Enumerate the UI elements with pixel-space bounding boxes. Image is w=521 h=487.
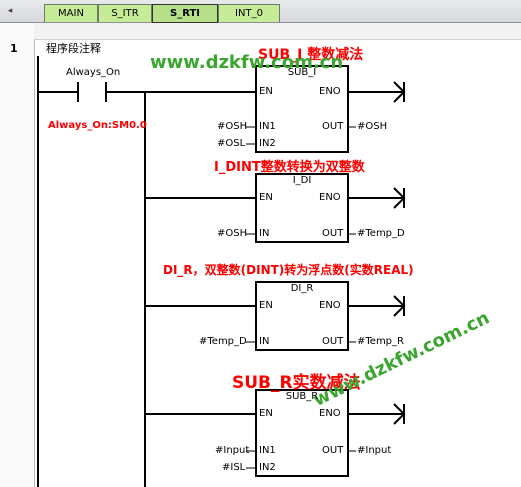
sub-i-in2-var[interactable]: #OSL xyxy=(217,138,246,149)
sub-r-box xyxy=(255,389,349,477)
sub-r-eno: ENO xyxy=(319,408,341,419)
annotation-sub-r: SUB_R实数减法 xyxy=(232,373,361,393)
annotation-sub-i: SUB_I 整数减法 xyxy=(258,47,364,63)
sub-r-in1: IN1 xyxy=(259,445,276,456)
pou-tab-bar: ◂ MAIN S_ITR S_RTI INT_0 xyxy=(0,0,521,23)
sub-i-in1: IN1 xyxy=(259,121,276,132)
sub-i-out: OUT xyxy=(322,121,344,132)
network-comment[interactable]: 程序段注释 xyxy=(46,42,101,55)
i-di-en: EN xyxy=(259,192,273,203)
sub-r-title[interactable]: SUB_R xyxy=(285,391,319,402)
tab-scroll-left-icon[interactable]: ◂ xyxy=(7,6,13,16)
sub-i-box xyxy=(255,65,349,153)
sub-i-eno: ENO xyxy=(319,86,341,97)
network-gutter xyxy=(0,23,35,487)
di-r-box xyxy=(255,281,349,351)
i-di-in: IN xyxy=(259,228,270,239)
tab-s-rti[interactable]: S_RTI xyxy=(152,4,218,23)
sub-i-in2: IN2 xyxy=(259,138,276,149)
di-r-out-var[interactable]: #Temp_R xyxy=(357,336,404,347)
di-r-in-var[interactable]: #Temp_D xyxy=(199,336,247,347)
sub-r-out-var[interactable]: #Input xyxy=(357,445,392,456)
sub-r-in2: IN2 xyxy=(259,462,276,473)
network-header xyxy=(34,23,521,40)
tab-main[interactable]: MAIN xyxy=(44,4,98,22)
sub-r-in2-var[interactable]: #ISL xyxy=(222,462,246,473)
i-di-out-var[interactable]: #Temp_D xyxy=(357,228,405,239)
watermark: www.dzkfw.com.cn xyxy=(150,52,344,73)
i-di-title[interactable]: I_DI xyxy=(292,175,312,186)
di-r-out: OUT xyxy=(322,336,344,347)
sub-i-title[interactable]: SUB_I xyxy=(287,67,317,78)
i-di-eno: ENO xyxy=(319,192,341,203)
i-di-box xyxy=(255,173,349,243)
i-di-out: OUT xyxy=(322,228,344,239)
sub-r-in1-var[interactable]: #Input xyxy=(215,445,250,456)
i-di-in-var[interactable]: #OSH xyxy=(217,228,248,239)
di-r-eno: ENO xyxy=(319,300,341,311)
sub-i-en: EN xyxy=(259,86,273,97)
contact-address: Always_On:SM0.0 xyxy=(48,120,147,131)
sub-r-out: OUT xyxy=(322,445,344,456)
tab-s-itr[interactable]: S_ITR xyxy=(98,4,152,22)
sub-i-out-var[interactable]: #OSH xyxy=(357,121,388,132)
sub-i-in1-var[interactable]: #OSH xyxy=(217,121,248,132)
annotation-di-r: DI_R，双整数(DINT)转为浮点数(实数REAL) xyxy=(163,263,414,277)
network-number: 1 xyxy=(10,42,18,55)
annotation-i-di: I_DINT整数转换为双整数 xyxy=(214,160,365,175)
sub-r-en: EN xyxy=(259,408,273,419)
di-r-title[interactable]: DI_R xyxy=(290,283,314,294)
tab-int-0[interactable]: INT_0 xyxy=(218,4,280,22)
di-r-en: EN xyxy=(259,300,273,311)
contact-name[interactable]: Always_On xyxy=(66,67,121,78)
di-r-in: IN xyxy=(259,336,270,347)
